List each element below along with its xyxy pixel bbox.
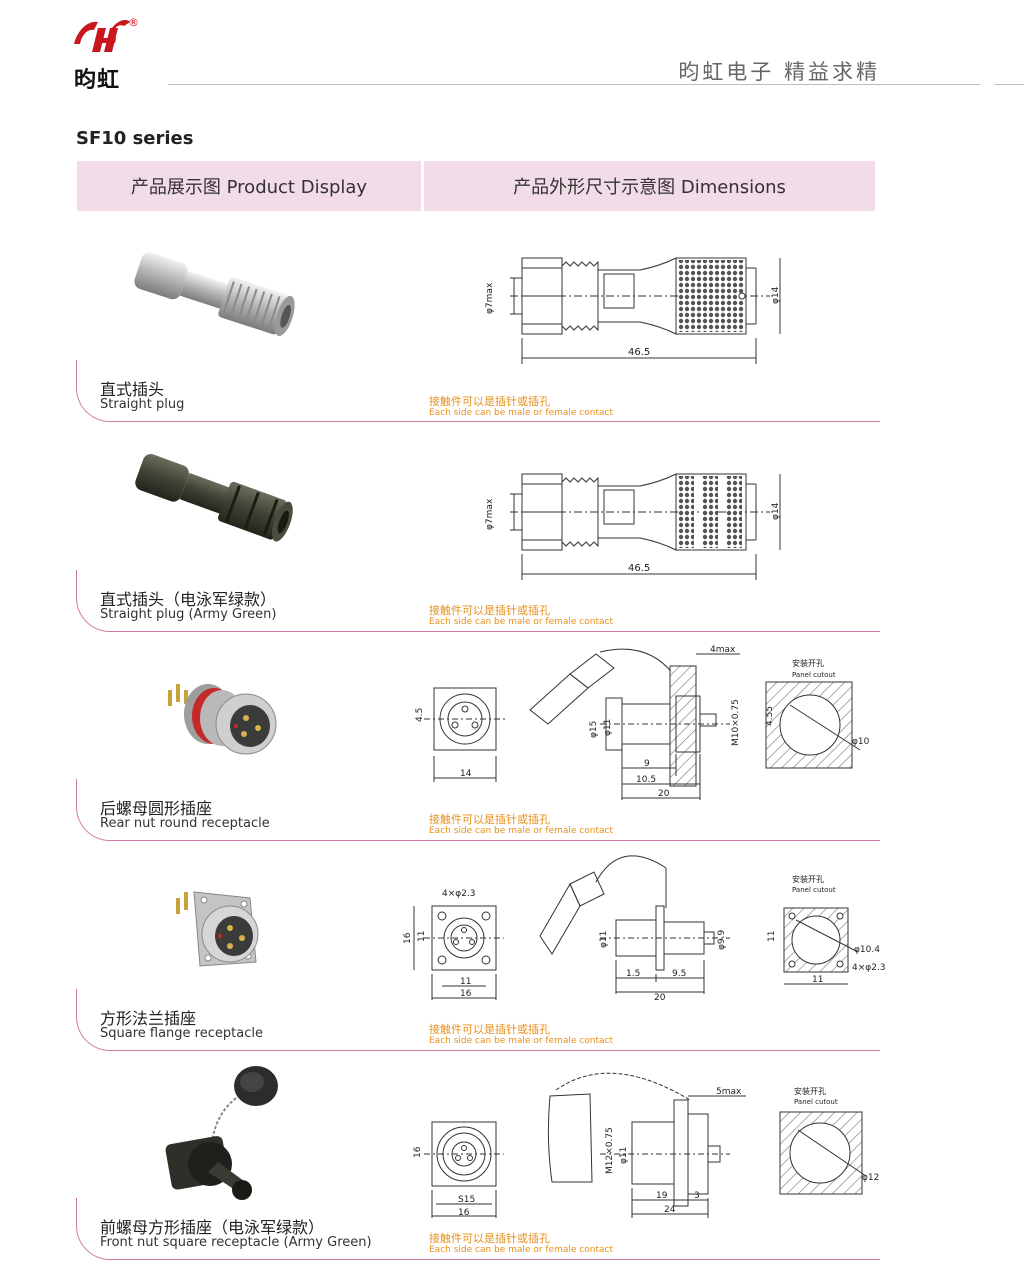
straight-plug-green-photo (135, 454, 293, 542)
contact-note-cn: 接触件可以是插针或插孔 (429, 395, 550, 408)
header-product-display: 产品展示图 Product Display (77, 161, 421, 211)
panel-cutout-en: Panel cutout (792, 886, 836, 894)
dim-label: S15 (458, 1195, 475, 1205)
dim-length-label: 46.5 (628, 563, 650, 574)
dim-label: φ11 (603, 719, 613, 736)
straight-plug-photo (134, 252, 295, 337)
panel-cutout-cn: 安装开孔 (792, 874, 824, 884)
row-frame-3 (76, 779, 880, 841)
product-name-en: Square flange receptacle (100, 1026, 263, 1041)
dim-label: 20 (658, 789, 670, 799)
dim-label: 5max (716, 1087, 742, 1097)
dim-label: φ11 (619, 1147, 629, 1164)
dim-label: 11 (460, 977, 471, 987)
dim-label: 16 (460, 989, 472, 999)
dim-label: 3 (694, 1191, 700, 1201)
dim-outer-diameter-label: φ14 (771, 286, 781, 304)
contact-note-en: Each side can be male or female contact (429, 408, 613, 418)
dim-diameter-label: φ7max (485, 498, 495, 530)
dim-label: M10×0.75 (731, 699, 741, 746)
product-name-cn: 直式插头（电泳军绿款） (100, 590, 277, 609)
dim-label: 4.5 (415, 708, 425, 722)
dim-label: 16 (403, 932, 413, 944)
dim-label: 10.5 (636, 775, 656, 785)
header-divider-end (994, 84, 1024, 85)
front-nut-receptacle-drawing: 16 S15 16 5max M12×0.75 φ11 19 3 24 φ12 … (413, 1072, 879, 1218)
dim-label: 1.5 (626, 969, 640, 979)
dim-label: φ15 (589, 721, 599, 738)
registered-mark: ® (128, 16, 139, 29)
header-dimensions: 产品外形尺寸示意图 Dimensions (424, 161, 875, 211)
dim-label: φ10.4 (854, 945, 880, 955)
contact-note-en: Each side can be male or female contact (429, 826, 613, 836)
dim-label: 24 (664, 1205, 676, 1215)
dim-label: φ12 (862, 1173, 879, 1183)
slogan: 昀虹电子 精益求精 (678, 60, 880, 84)
product-name-en: Straight plug (Army Green) (100, 607, 277, 622)
row-frame-4 (76, 989, 880, 1051)
dim-label: 9 (644, 759, 650, 769)
dim-label: 4max (710, 645, 736, 655)
dim-label: M12×0.75 (605, 1127, 615, 1174)
panel-cutout-en: Panel cutout (794, 1098, 838, 1106)
product-name-cn: 直式插头 (100, 380, 165, 399)
dim-diameter-label: φ7max (485, 282, 495, 314)
row-frame-5 (76, 1198, 880, 1260)
contact-note-en: Each side can be male or female contact (429, 1245, 613, 1255)
panel-cutout-cn: 安装开孔 (794, 1086, 826, 1096)
product-name-en: Straight plug (100, 397, 185, 412)
contact-note-cn: 接触件可以是插针或插孔 (429, 604, 550, 617)
contact-note-en: Each side can be male or female contact (429, 1036, 613, 1046)
dim-label: 19 (656, 1191, 668, 1201)
product-name-cn: 前螺母方形插座（电泳军绿款） (100, 1218, 325, 1237)
dim-outer-diameter-label: φ14 (771, 502, 781, 520)
dim-label: φ11 (599, 931, 609, 948)
contact-note-cn: 接触件可以是插针或插孔 (429, 813, 550, 826)
dim-label: 20 (654, 993, 666, 1003)
rear-nut-receptacle-photo (168, 684, 277, 755)
square-flange-receptacle-photo (176, 891, 259, 967)
product-name-cn: 后螺母圆形插座 (100, 799, 213, 818)
dim-label: 9.5 (672, 969, 686, 979)
dim-label: 16 (413, 1146, 423, 1158)
contact-note-cn: 接触件可以是插针或插孔 (429, 1232, 550, 1245)
square-flange-receptacle-drawing: 4×φ2.3 16 11 11 16 φ11 φ9.9 1.5 9.5 20 1… (403, 855, 886, 1003)
panel-cutout-en: Panel cutout (792, 671, 836, 679)
rear-nut-receptacle-drawing: 4.5 14 4max φ15 φ11 M10×0.75 9 10.5 20 4… (415, 645, 870, 800)
straight-plug-green-drawing: φ7max φ14 46.5 (485, 473, 781, 580)
contact-note-cn: 接触件可以是插针或插孔 (429, 1023, 550, 1036)
dim-length-label: 46.5 (628, 347, 650, 358)
front-nut-receptacle-photo (165, 1066, 278, 1200)
row-frame-2 (76, 570, 880, 632)
dim-label: 4×φ2.3 (442, 889, 476, 899)
dim-label: 4.55 (765, 706, 775, 726)
header-divider (168, 84, 980, 85)
product-name-en: Front nut square receptacle (Army Green) (100, 1235, 372, 1250)
brand-name: 昀虹 (74, 68, 121, 93)
straight-plug-drawing: φ7max φ14 46.5 (485, 257, 781, 364)
dim-label: 11 (812, 975, 823, 985)
row-frame-1 (76, 360, 880, 422)
product-name-cn: 方形法兰插座 (100, 1009, 197, 1028)
product-name-en: Rear nut round receptacle (100, 816, 270, 831)
dim-label: φ10 (852, 737, 870, 747)
dim-label: 4×φ2.3 (852, 963, 886, 973)
dim-label: 11 (767, 931, 777, 942)
dim-label: φ9.9 (717, 929, 727, 950)
contact-note-en: Each side can be male or female contact (429, 617, 613, 627)
panel-cutout-cn: 安装开孔 (792, 658, 824, 668)
dim-label: 14 (460, 769, 472, 779)
dim-label: 16 (458, 1208, 470, 1218)
series-title: SF10 series (76, 128, 194, 149)
dim-label: 11 (417, 931, 427, 942)
logo-icon (74, 20, 130, 52)
